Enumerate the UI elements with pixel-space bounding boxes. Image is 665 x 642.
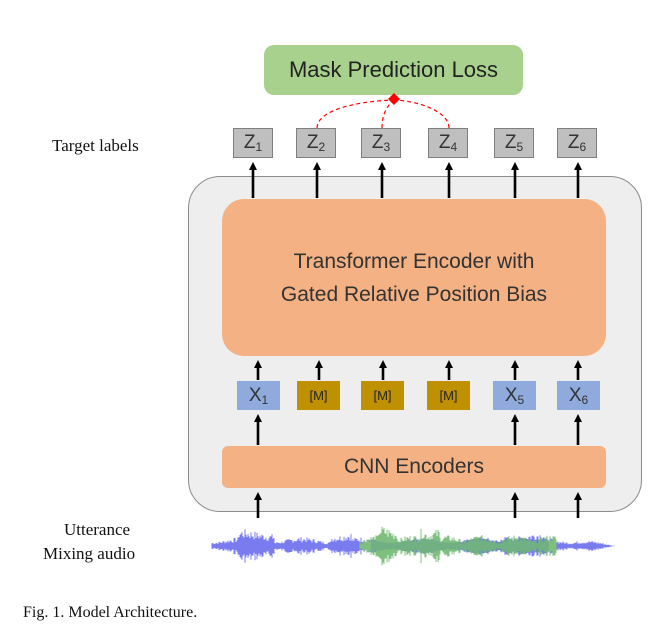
figure-caption: Fig. 1. Model Architecture. xyxy=(23,604,198,621)
masked-token-4: [M] xyxy=(427,381,470,410)
transformer-label-line2: Gated Relative Position Bias xyxy=(280,282,548,306)
mixing-audio-label: Mixing audio xyxy=(43,544,136,563)
masked-token-3: [M] xyxy=(361,381,404,410)
cnn-label: CNN Encoders xyxy=(343,455,485,478)
utterance-label: Utterance xyxy=(64,520,131,539)
loss-link-z3 xyxy=(381,99,395,129)
mixing-audio-waveform xyxy=(211,526,615,566)
masked-token-2: [M] xyxy=(297,381,340,410)
mixing-waveform xyxy=(359,526,557,566)
cnn-encoders-box: CNN Encoders xyxy=(222,446,606,488)
target-labels-label: Target labels xyxy=(52,136,139,155)
waveform-overlap xyxy=(371,537,549,555)
mask-prediction-loss-box: Mask Prediction Loss xyxy=(264,45,523,95)
loss-link-z4 xyxy=(393,99,450,129)
loss-label: Mask Prediction Loss xyxy=(288,57,499,82)
loss-junction-marker xyxy=(388,93,400,105)
transformer-encoder-box: Transformer Encoder with Gated Relative … xyxy=(222,199,606,356)
transformer-label-line1: Transformer Encoder with xyxy=(293,249,535,273)
